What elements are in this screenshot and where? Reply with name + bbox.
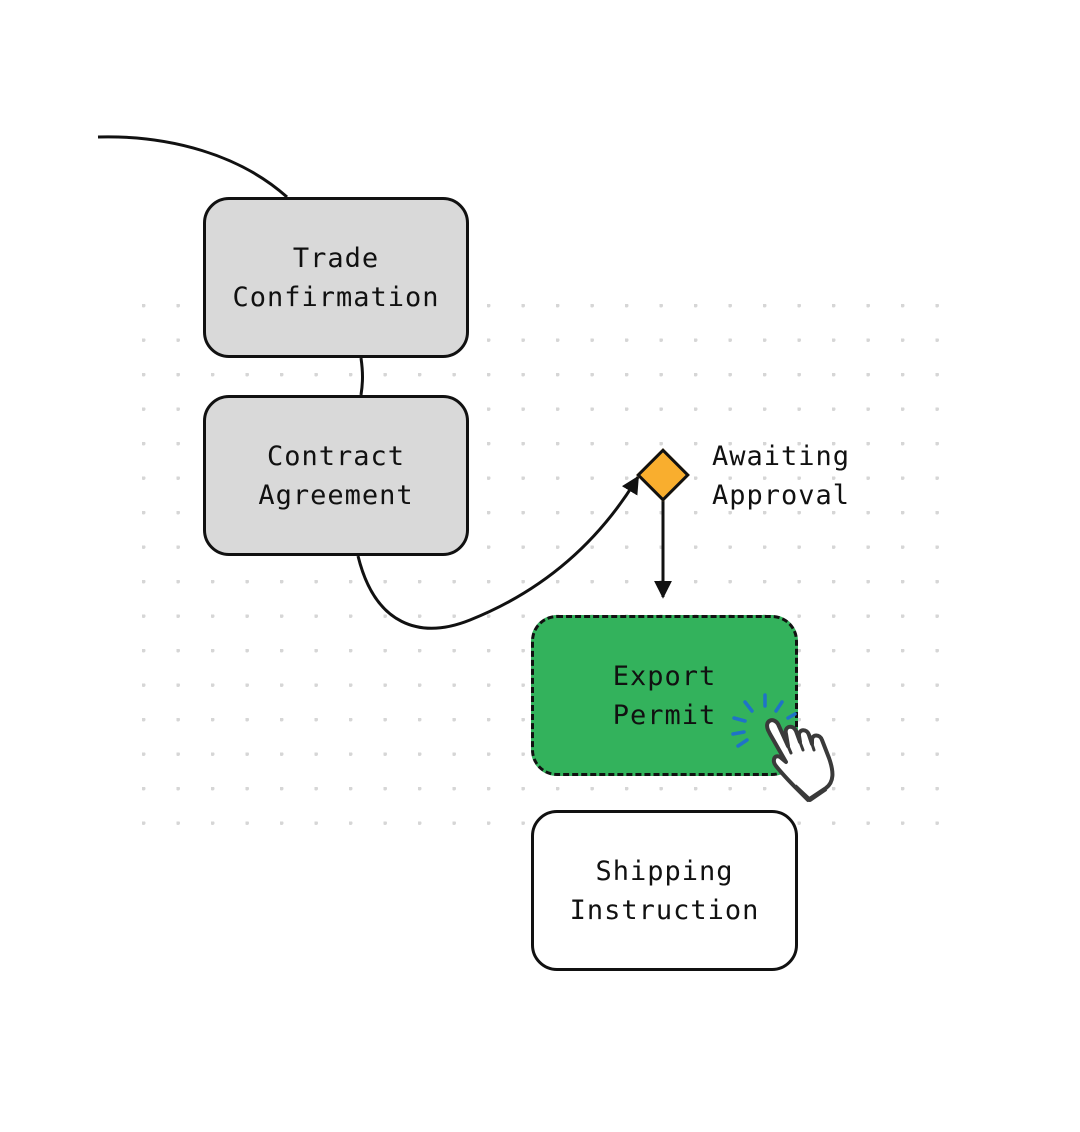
pointing-hand-icon — [731, 693, 835, 802]
node-contract-agreement[interactable]: Contract Agreement — [203, 395, 469, 556]
node-shipping-instruction-label-line2: Instruction — [569, 894, 760, 926]
node-export-permit[interactable]: Export Permit — [531, 615, 798, 776]
incoming-edge — [97, 135, 288, 199]
edge-contract-to-decision — [356, 475, 640, 630]
node-export-permit-label-line2: Permit — [612, 699, 717, 731]
click-burst-icon — [731, 693, 797, 748]
node-export-permit-label-line1: Export — [612, 660, 717, 692]
node-trade-confirmation-label-line1: Trade — [292, 242, 380, 274]
edge-trade-to-contract — [359, 357, 364, 396]
node-shipping-instruction[interactable]: Shipping Instruction — [531, 810, 798, 971]
node-trade-confirmation-label-line2: Confirmation — [232, 281, 440, 313]
node-shipping-instruction-label-line1: Shipping — [595, 855, 734, 887]
decision-label: Awaiting Approval — [712, 437, 850, 515]
decision-label-line2: Approval — [712, 480, 851, 511]
node-contract-agreement-label-line1: Contract — [266, 440, 406, 472]
node-trade-confirmation[interactable]: Trade Confirmation — [203, 197, 469, 358]
decision-label-line1: Awaiting — [712, 441, 851, 472]
node-contract-agreement-label-line2: Agreement — [258, 479, 414, 511]
